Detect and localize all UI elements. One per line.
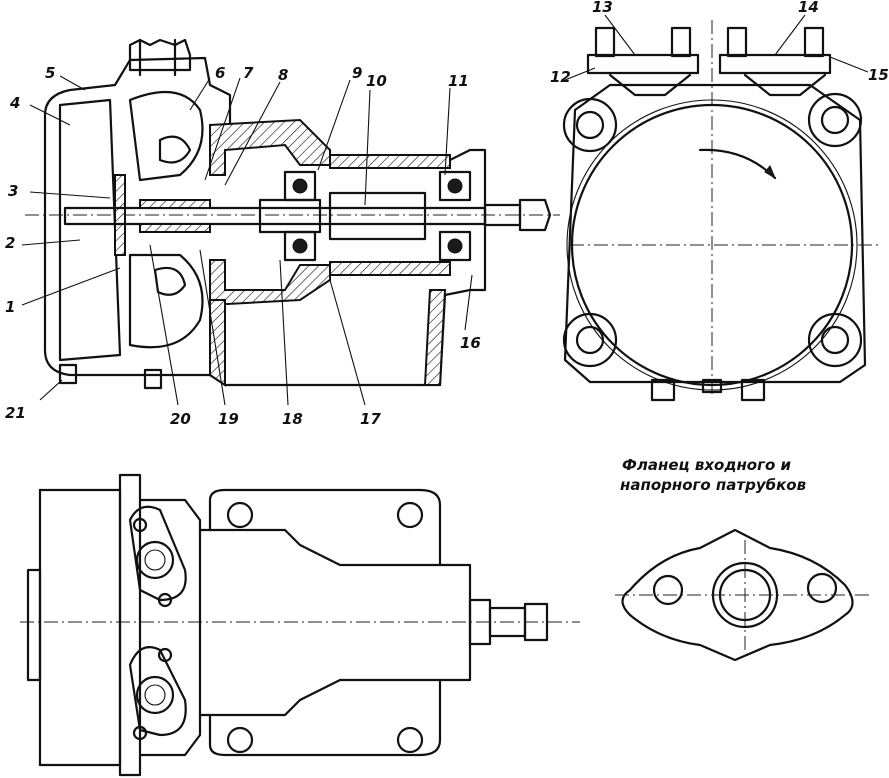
callout-17: 17 [360, 410, 381, 428]
callout-8: 8 [278, 66, 288, 84]
flange-caption-line1: Фланец входного и [622, 456, 791, 474]
callout-7: 7 [243, 64, 254, 82]
callout-15: 15 [868, 66, 889, 84]
callout-21: 21 [5, 404, 26, 422]
end-view [562, 20, 880, 402]
callout-3: 3 [8, 182, 18, 200]
callout-4: 4 [9, 94, 20, 112]
callout-18: 18 [282, 410, 303, 428]
callout-labels: 1 2 3 4 5 6 7 8 9 10 11 12 13 14 15 16 1… [5, 0, 889, 428]
callout-19: 19 [218, 410, 239, 428]
sectional-view [25, 38, 560, 390]
callout-9: 9 [352, 64, 362, 82]
callout-12: 12 [550, 68, 571, 86]
leader-lines [21, 14, 869, 406]
callout-16: 16 [460, 334, 481, 352]
callout-2: 2 [5, 234, 15, 252]
callout-10: 10 [366, 72, 387, 90]
flange-caption-line2: напорного патрубков [620, 476, 806, 494]
callout-14: 14 [798, 0, 819, 16]
callout-5: 5 [45, 64, 55, 82]
flange-detail [615, 528, 870, 662]
callout-13: 13 [592, 0, 613, 16]
flange-caption: Фланец входного и напорного патрубков [620, 456, 806, 494]
callout-1: 1 [5, 298, 15, 316]
plan-view [20, 473, 580, 777]
callout-20: 20 [170, 410, 191, 428]
callout-6: 6 [215, 64, 225, 82]
callout-11: 11 [448, 72, 469, 90]
